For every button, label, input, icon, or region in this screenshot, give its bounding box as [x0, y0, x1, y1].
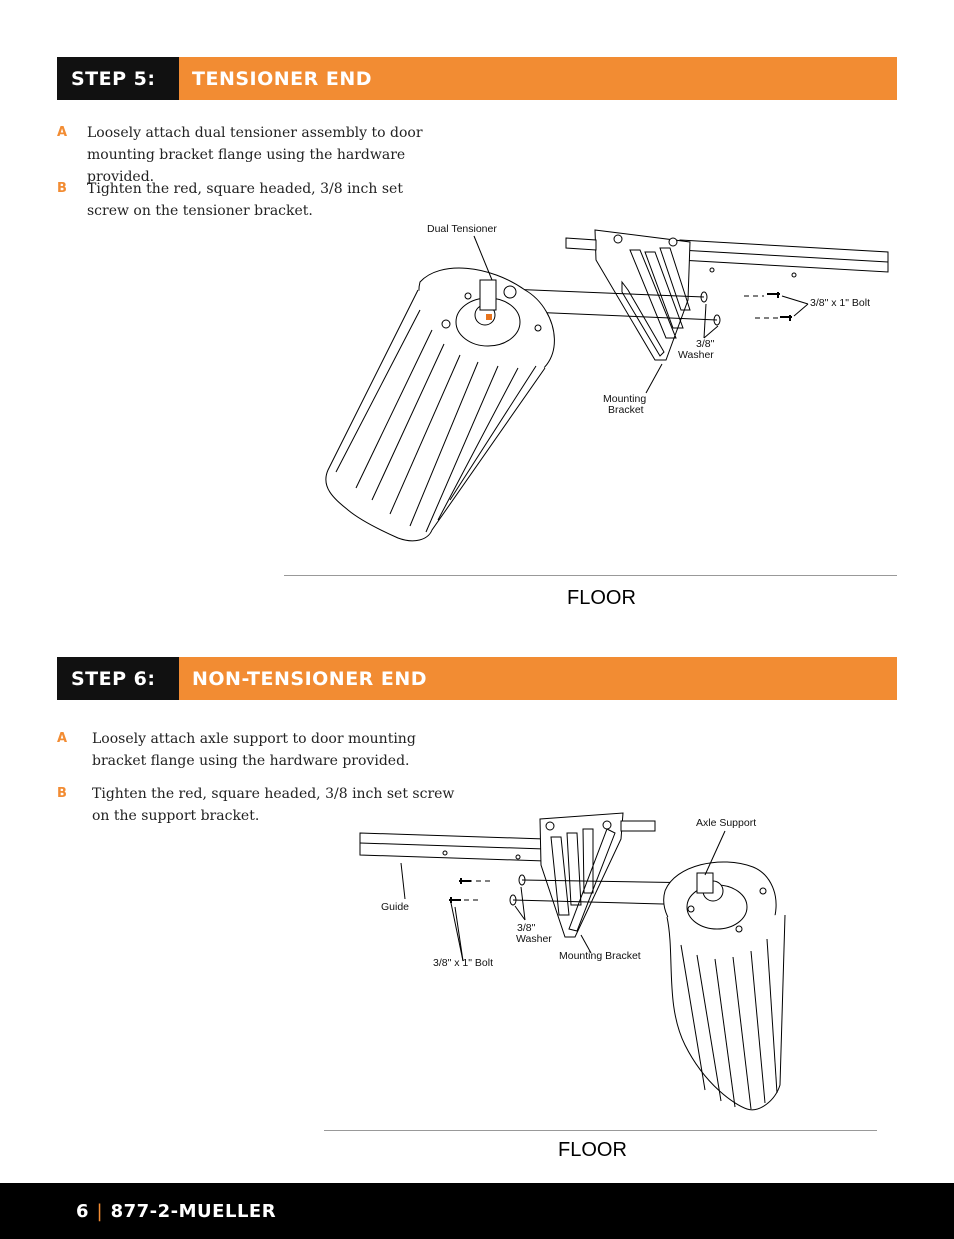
callout-mounting-5: Mounting — [603, 393, 647, 405]
step5-number: STEP 5: — [57, 57, 179, 100]
callout-bolt-6: 3/8" x 1" Bolt — [433, 957, 493, 969]
callout-washer-5: Washer — [678, 349, 714, 361]
footer-phone: 877-2-MUELLER — [110, 1200, 277, 1222]
step6-title: NON-TENSIONER END — [179, 657, 897, 700]
callout-dual-tensioner: Dual Tensioner — [427, 223, 497, 235]
step6-instruction-b: B Tighten the red, square headed, 3/8 in… — [57, 783, 457, 827]
callout-mounting-bracket-6: Mounting Bracket — [559, 950, 641, 962]
step5-floor-line — [284, 575, 897, 576]
step6-floor-line — [324, 1130, 877, 1131]
mounting-bracket — [539, 812, 656, 938]
callout-bracket-5: Bracket — [608, 404, 644, 416]
page-footer: 6 | 877-2-MUELLER — [0, 1183, 954, 1239]
step5-text-a: Loosely attach dual tensioner assembly t… — [87, 125, 423, 185]
page-number: 6 — [76, 1200, 89, 1222]
step6-floor-label: FLOOR — [558, 1139, 627, 1161]
callout-axle-support: Axle Support — [696, 817, 757, 829]
tensioner-tube — [325, 267, 555, 542]
step5-floor-label: FLOOR — [567, 587, 636, 609]
mounting-bracket — [565, 229, 691, 361]
step6-banner: STEP 6: NON-TENSIONER END — [57, 657, 897, 700]
callout-washer-size-5: 3/8" — [696, 338, 715, 350]
step5-instruction-b: B Tighten the red, square headed, 3/8 in… — [57, 178, 457, 222]
axle-support-tube — [663, 861, 786, 1111]
callout-guide: Guide — [381, 901, 410, 913]
step6-letter-a: A — [57, 731, 68, 746]
guide-rail — [679, 239, 889, 278]
non-tensioner-diagram — [359, 812, 786, 1111]
callout-washer-size-6: 3/8" — [517, 922, 536, 934]
guide-rail — [359, 832, 546, 862]
step5-letter-a: A — [57, 125, 68, 140]
footer-separator: | — [96, 1200, 103, 1222]
step5-banner: STEP 5: TENSIONER END — [57, 57, 897, 100]
callout-washer-6: Washer — [516, 933, 552, 945]
step5-instruction-a: A Loosely attach dual tensioner assembly… — [57, 122, 457, 188]
step6-instruction-a: A Loosely attach axle support to door mo… — [57, 728, 457, 772]
step6-text-a: Loosely attach axle support to door moun… — [92, 731, 416, 769]
step5-title: TENSIONER END — [179, 57, 897, 100]
step5-text-b: Tighten the red, square headed, 3/8 inch… — [87, 181, 403, 219]
step5-letter-b: B — [57, 181, 67, 196]
step6-text-b: Tighten the red, square headed, 3/8 inch… — [92, 786, 455, 824]
tensioner-diagram — [325, 229, 889, 542]
step6-number: STEP 6: — [57, 657, 179, 700]
callout-bolt-5: 3/8" x 1" Bolt — [810, 297, 870, 309]
step6-letter-b: B — [57, 786, 67, 801]
